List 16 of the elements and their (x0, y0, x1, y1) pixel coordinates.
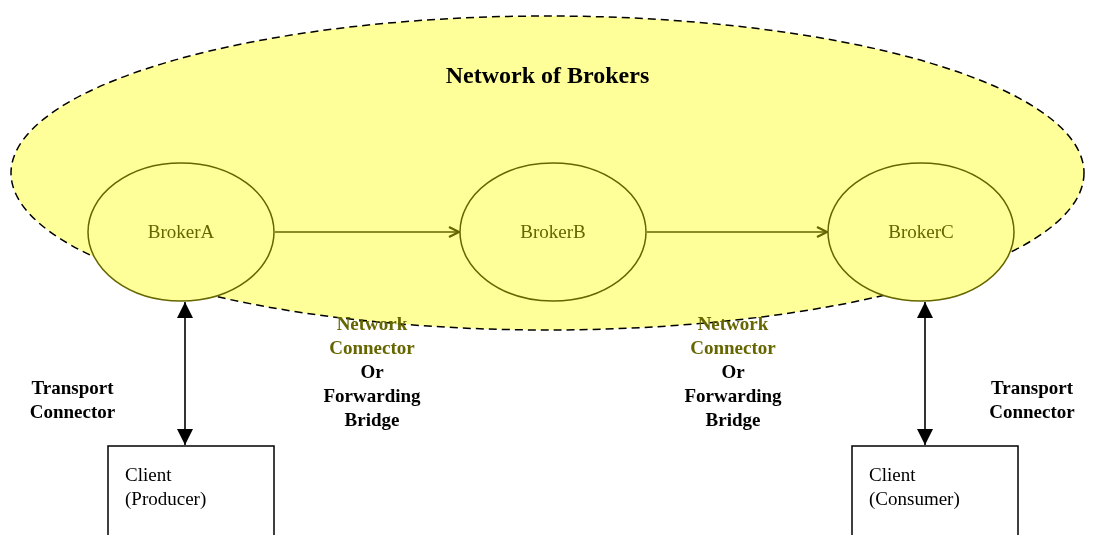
broker-label: BrokerA (147, 220, 215, 244)
connector-label: Transport Connector (28, 376, 117, 424)
connector-label: Transport Connector (988, 376, 1076, 424)
broker-label: BrokerC (888, 220, 954, 244)
broker-label: BrokerB (520, 220, 586, 244)
connector-label: Or Forwarding Bridge (683, 360, 783, 432)
arrow (646, 225, 829, 239)
arrow (274, 225, 461, 239)
client-label: Client (Consumer) (869, 463, 961, 511)
network-label: Network of Brokers (445, 63, 650, 87)
arrow (917, 301, 933, 446)
connector-label: Network Connector (689, 312, 777, 360)
client-label: Client (Producer) (125, 463, 208, 511)
connector-label: Or Forwarding Bridge (322, 360, 422, 432)
arrow (177, 301, 193, 446)
connector-label: Network Connector (328, 312, 416, 360)
